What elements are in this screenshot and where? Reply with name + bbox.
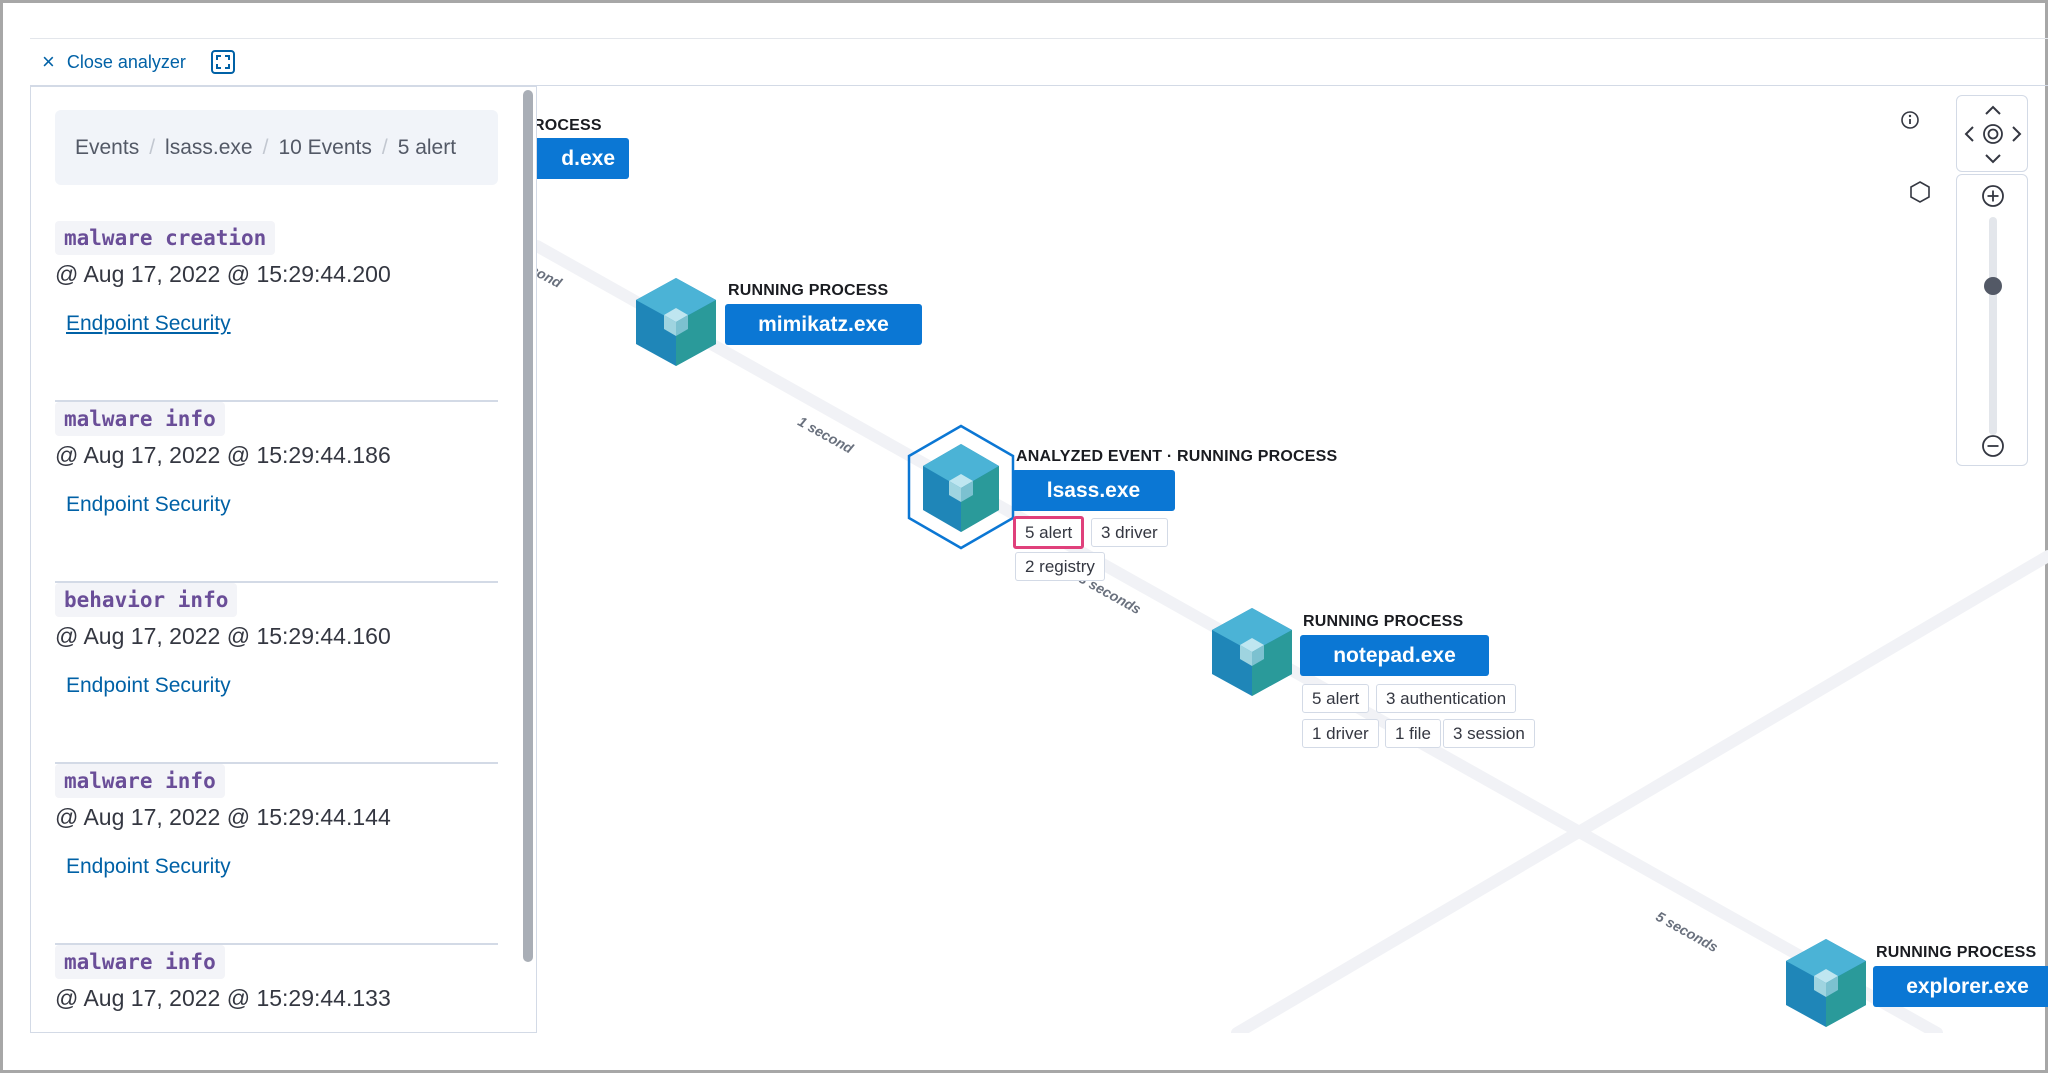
zoom-in-icon[interactable] bbox=[1981, 184, 2005, 208]
event-list-item: malware info @ Aug 17, 2022 @ 15:29:44.1… bbox=[55, 402, 498, 583]
process-cube-icon[interactable] bbox=[636, 278, 716, 366]
event-filter-pill[interactable]: 1 driver bbox=[1302, 719, 1379, 748]
event-timestamp: @ Aug 17, 2022 @ 15:29:44.144 bbox=[55, 804, 391, 830]
event-filter-pill[interactable]: 2 registry bbox=[1015, 552, 1105, 581]
process-node-button[interactable]: explorer.exe bbox=[1873, 966, 2048, 1007]
event-list-item: malware creation @ Aug 17, 2022 @ 15:29:… bbox=[55, 221, 498, 402]
node-type-label: ROCESS bbox=[537, 117, 602, 134]
event-type-tag: behavior info bbox=[55, 583, 238, 617]
event-type-tag: malware creation bbox=[55, 221, 276, 255]
chevron-right-icon[interactable] bbox=[2011, 124, 2023, 144]
chevron-left-icon[interactable] bbox=[1963, 124, 1975, 144]
event-timestamp: @ Aug 17, 2022 @ 15:29:44.160 bbox=[55, 623, 391, 649]
event-source-link[interactable]: Endpoint Security bbox=[66, 855, 231, 878]
event-source-link[interactable]: Endpoint Security bbox=[66, 312, 231, 335]
zoom-controls bbox=[1956, 174, 2028, 466]
event-filter-pill[interactable]: 3 authentication bbox=[1376, 684, 1517, 713]
close-analyzer-button[interactable]: × Close analyzer bbox=[42, 49, 186, 75]
process-tree-graph[interactable]: cond 1 second 3 seconds 5 seconds ROCESS… bbox=[537, 86, 2048, 1033]
breadcrumb-process[interactable]: lsass.exe bbox=[165, 135, 253, 159]
alert-filter-pill[interactable]: 5 alert bbox=[1013, 516, 1085, 549]
graph-edges bbox=[537, 240, 2048, 1033]
alert-filter-pill[interactable]: 5 alert bbox=[1302, 684, 1370, 713]
node-type-label: RUNNING PROCESS bbox=[1303, 613, 1464, 630]
event-list-item: malware info @ Aug 17, 2022 @ 15:29:44.1… bbox=[55, 764, 498, 945]
node-type-label: RUNNING PROCESS bbox=[728, 282, 889, 299]
hexagon-icon[interactable] bbox=[1908, 180, 1932, 204]
process-node-button[interactable]: lsass.exe bbox=[1012, 470, 1175, 511]
panel-scrollbar[interactable] bbox=[523, 90, 533, 962]
breadcrumb-separator: / bbox=[149, 135, 156, 159]
process-node-button[interactable]: d.exe bbox=[537, 138, 629, 179]
event-type-tag: malware info bbox=[55, 764, 225, 798]
process-cube-icon[interactable] bbox=[1212, 608, 1292, 696]
zoom-slider-track[interactable] bbox=[1989, 217, 1997, 435]
event-list-item: behavior info @ Aug 17, 2022 @ 15:29:44.… bbox=[55, 583, 498, 764]
fullscreen-icon[interactable] bbox=[210, 49, 236, 75]
event-timestamp: @ Aug 17, 2022 @ 15:29:44.186 bbox=[55, 442, 391, 468]
node-type-label: RUNNING PROCESS bbox=[1876, 944, 2037, 961]
analyzed-process-cube-icon[interactable] bbox=[907, 424, 1015, 550]
breadcrumb: Events / lsass.exe / 10 Events / 5 alert bbox=[55, 110, 498, 185]
info-icon[interactable] bbox=[1900, 110, 1920, 130]
close-analyzer-label: Close analyzer bbox=[66, 51, 186, 72]
event-source-link[interactable]: Endpoint Security bbox=[66, 674, 231, 697]
event-source-link[interactable]: Endpoint Security bbox=[66, 493, 231, 516]
center-icon[interactable] bbox=[1982, 123, 2004, 145]
close-icon: × bbox=[42, 49, 55, 74]
event-timestamp: @ Aug 17, 2022 @ 15:29:44.200 bbox=[55, 261, 391, 287]
event-list-panel: Events / lsass.exe / 10 Events / 5 alert… bbox=[30, 86, 537, 1033]
event-list-item: malware info @ Aug 17, 2022 @ 15:29:44.1… bbox=[55, 945, 498, 1032]
process-node-button[interactable]: notepad.exe bbox=[1300, 635, 1489, 676]
breadcrumb-separator: / bbox=[381, 135, 388, 159]
event-type-tag: malware info bbox=[55, 402, 225, 436]
pan-controls bbox=[1956, 95, 2028, 172]
node-type-label: ANALYZED EVENT · RUNNING PROCESS bbox=[1016, 448, 1338, 465]
event-filter-pill[interactable]: 1 file bbox=[1385, 719, 1441, 748]
process-cube-icon[interactable] bbox=[1786, 939, 1866, 1027]
event-timestamp: @ Aug 17, 2022 @ 15:29:44.133 bbox=[55, 985, 391, 1011]
breadcrumb-separator: / bbox=[262, 135, 269, 159]
chevron-up-icon[interactable] bbox=[1983, 104, 2003, 116]
zoom-out-icon[interactable] bbox=[1981, 434, 2005, 458]
zoom-slider-thumb[interactable] bbox=[1984, 277, 2002, 295]
event-filter-pill[interactable]: 3 session bbox=[1443, 719, 1535, 748]
chevron-down-icon[interactable] bbox=[1983, 153, 2003, 165]
breadcrumb-events[interactable]: Events bbox=[75, 135, 140, 159]
breadcrumb-alert-count: 5 alert bbox=[397, 135, 457, 159]
process-node-button[interactable]: mimikatz.exe bbox=[725, 304, 922, 345]
breadcrumb-event-count[interactable]: 10 Events bbox=[278, 135, 372, 159]
analyzer-toolbar: × Close analyzer bbox=[30, 38, 2048, 86]
event-type-tag: malware info bbox=[55, 945, 225, 979]
event-filter-pill[interactable]: 3 driver bbox=[1091, 518, 1168, 547]
